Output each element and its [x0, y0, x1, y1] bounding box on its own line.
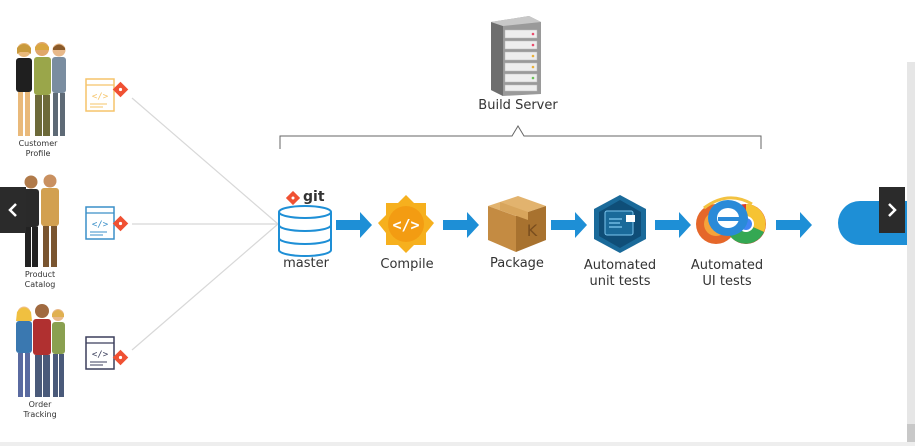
stage-label: Compile — [380, 257, 434, 272]
svg-text:K: K — [527, 221, 538, 240]
repository-icon — [276, 204, 334, 262]
code-file-icon: </> — [85, 336, 131, 376]
browsers-icon — [694, 190, 768, 260]
build-server-bracket — [279, 125, 762, 149]
team-people-icon — [10, 40, 70, 144]
arrow-icon — [655, 212, 691, 238]
scrollbar-thumb[interactable] — [907, 424, 915, 442]
horizontal-scrollbar[interactable] — [0, 442, 915, 446]
arrow-icon — [443, 212, 479, 238]
server-icon — [489, 16, 543, 100]
arrow-icon — [776, 212, 812, 238]
svg-text:</>: </> — [392, 216, 419, 234]
carousel-prev-button[interactable] — [0, 187, 26, 233]
git-logo-icon — [285, 190, 301, 209]
code-file-icon: </> — [85, 206, 131, 246]
build-server-label: Build Server — [478, 98, 558, 113]
svg-text:</>: </> — [92, 92, 109, 102]
team-people-icon — [18, 173, 64, 273]
vertical-scrollbar[interactable] — [907, 62, 915, 446]
svg-text:</>: </> — [92, 350, 109, 360]
svg-text:</>: </> — [92, 220, 109, 230]
package-icon: K — [482, 190, 550, 258]
compile-icon: </> — [374, 193, 438, 261]
carousel-next-button[interactable] — [879, 187, 905, 233]
git-brand: git — [303, 189, 325, 205]
arrow-icon — [336, 212, 372, 238]
code-file-icon: </> — [85, 78, 131, 118]
chevron-right-icon — [888, 203, 897, 217]
team-people-icon — [12, 303, 68, 403]
arrow-icon — [551, 212, 587, 238]
chevron-left-icon — [8, 203, 17, 217]
unit-tests-icon — [590, 193, 650, 259]
repo-branch-label: master — [283, 256, 329, 271]
stage-label: Package — [490, 256, 544, 271]
